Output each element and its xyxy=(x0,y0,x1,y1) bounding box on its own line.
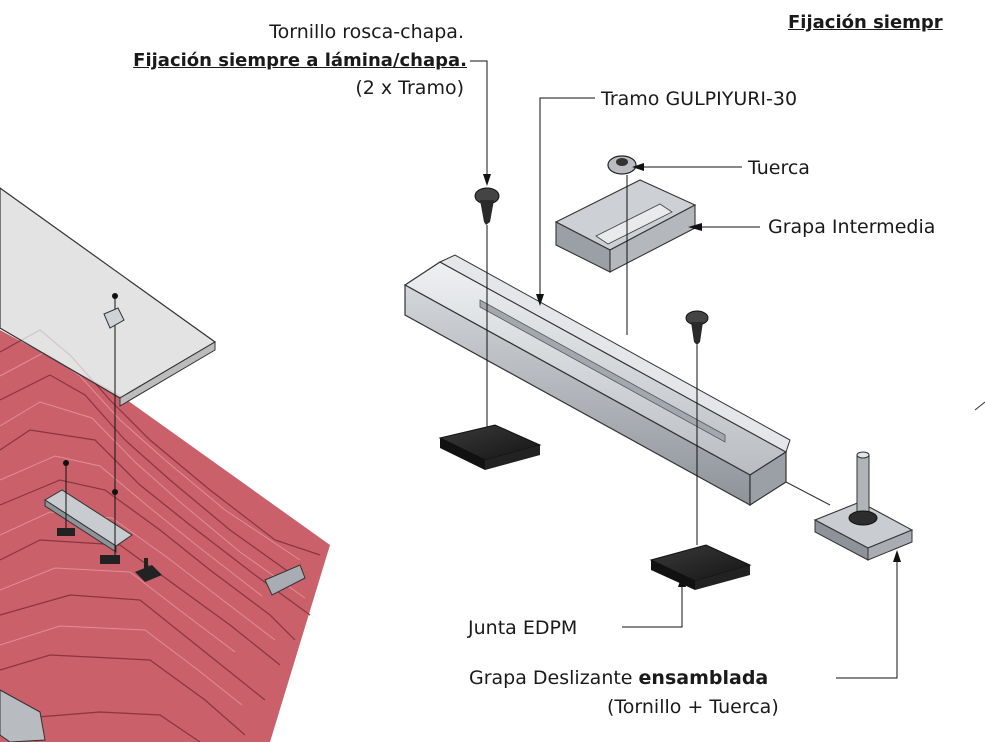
sliding-clamp-label-b: ensamblada xyxy=(638,667,769,689)
screw-label-line2: Fijación siempre a lámina/chapa. xyxy=(133,50,467,71)
sliding-clamp-assembled xyxy=(813,451,914,561)
sliding-clamp-label: Grapa Deslizante ensamblada xyxy=(469,667,768,689)
leader-arrowheads xyxy=(483,163,901,587)
corrugated-roof-sheet xyxy=(0,329,330,742)
mid-clamp-label: Grapa Intermedia xyxy=(768,216,936,238)
gasket-label: Junta EDPM xyxy=(468,617,578,639)
hex-nut xyxy=(607,155,637,175)
edpm-gasket-1 xyxy=(438,424,542,470)
nut-label: Tuerca xyxy=(748,157,810,179)
sliding-clamp-label-line2: (Tornillo + Tuerca) xyxy=(607,696,779,718)
screw-label-line3: (2 x Tramo) xyxy=(355,77,464,99)
solar-panel xyxy=(0,187,217,407)
roof-rail-assembly xyxy=(44,293,162,582)
sliding-clamp-label-a: Grapa Deslizante xyxy=(469,667,639,689)
rail-label: Tramo GULPIYURI-30 xyxy=(601,88,798,110)
screw-label-line1: Tornillo rosca-chapa. xyxy=(269,21,464,43)
self-drilling-screw-1 xyxy=(474,187,500,430)
top-right-heading-cut: Fijación siempr xyxy=(788,12,943,33)
self-drilling-screw-2 xyxy=(685,310,709,545)
mid-clamp xyxy=(554,179,697,273)
roof-purlin xyxy=(0,564,306,742)
edpm-gasket-2 xyxy=(649,544,752,590)
rail-gulpiyuri-30 xyxy=(403,254,791,507)
